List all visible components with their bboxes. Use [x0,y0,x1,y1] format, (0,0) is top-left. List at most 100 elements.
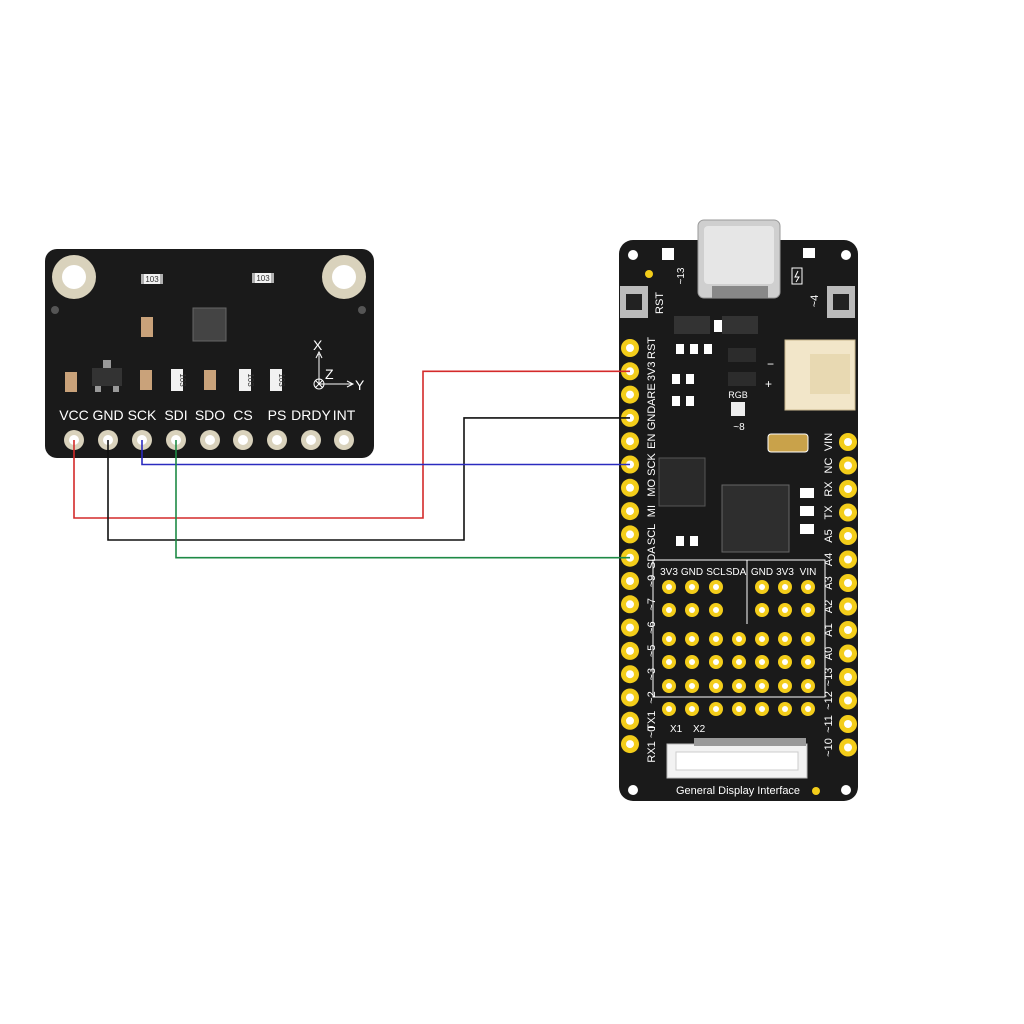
left-pin-label: TX1 [646,711,658,731]
capacitor [65,372,77,392]
left-pin-label: RX1 ~0 [646,726,658,763]
button-d4[interactable] [827,286,855,318]
right-pin-label: ~12 [823,691,835,710]
mount-hole [841,250,851,260]
left-pin-12[interactable] [621,618,639,637]
header-label: 3V3 [660,567,678,578]
ic-smd [722,316,758,334]
left-pin-0[interactable] [621,339,639,357]
left-pin-label: SDA [646,546,658,569]
left-pin-6[interactable] [621,478,639,497]
rgb-led [731,402,745,416]
proto-area-border [652,559,826,698]
mount-hole [628,785,638,795]
label-rgb: RGB [728,390,748,400]
left-pin-13[interactable] [621,641,639,660]
battery-minus: − [767,357,774,371]
left-pin-label: SCK [646,453,658,476]
left-pin-label: 3V3 [646,362,658,382]
svg-text:103: 103 [178,373,187,387]
gdi-indicator [812,787,820,795]
axis-y-label: Y [355,377,365,393]
sensor-module: 103 103 103 103 103 [45,249,374,458]
led-smd [662,248,674,260]
svg-text:103: 103 [145,275,159,284]
label-x2: X2 [693,724,706,735]
right-pin-10[interactable] [839,668,857,686]
right-pin-11[interactable] [839,691,857,710]
mount-hole [841,785,851,795]
left-pin-label: MO [646,479,658,497]
label-d4: ~4 [809,295,821,308]
left-pin-label: RST [646,337,658,359]
reset-button[interactable] [620,286,648,318]
axis-z-label: Z [325,366,334,382]
left-pin-14[interactable] [621,665,639,684]
battery-connector [784,339,856,411]
left-pin-label: SCL [646,524,658,545]
led-smd [803,248,815,258]
display-connector [666,738,808,779]
label-x1: X1 [670,724,683,735]
right-pin-9[interactable] [839,644,857,663]
sensor-pin-cs[interactable] [233,430,253,450]
sensor-pin-sdo[interactable] [200,430,220,450]
left-pin-17[interactable] [621,735,639,754]
right-pin-7[interactable] [839,597,857,616]
right-pin-8[interactable] [839,621,857,639]
header-label: GND [751,567,773,578]
header-label: GND [681,567,703,578]
sensor-pin-label: CS [233,407,252,423]
sensor-pin-int[interactable] [334,430,354,450]
left-pin-4[interactable] [621,432,639,451]
right-pin-label: A2 [823,600,835,613]
jumper[interactable] [767,433,809,453]
sensor-pin-ps[interactable] [267,430,287,450]
right-pin-0[interactable] [839,433,857,451]
wire-sdi [175,440,630,559]
right-pin-1[interactable] [839,456,857,475]
resistor-mid-1: 103 [171,369,187,391]
proto-pad-grid [662,580,815,716]
right-pin-label: A0 [823,647,835,660]
right-pin-2[interactable] [839,480,857,498]
led-13 [645,270,653,278]
label-rst: RST [654,292,666,314]
right-pin-3[interactable] [839,503,857,522]
charge-icon [791,267,803,285]
right-pin-6[interactable] [839,574,857,592]
left-pin-11[interactable] [621,595,639,614]
svg-text:103: 103 [277,373,286,387]
left-pin-15[interactable] [621,688,639,707]
label-d8: ~8 [733,422,745,433]
capacitor [204,370,216,390]
left-pin-label: ~9 [646,575,658,588]
sensor-board [45,249,374,458]
transistor [92,360,122,392]
left-pin-2[interactable] [621,385,639,404]
mounting-hole-right [322,255,366,299]
right-pin-4[interactable] [839,527,857,545]
left-pin-7[interactable] [621,502,639,521]
svg-text:103: 103 [256,274,270,283]
right-pin-5[interactable] [839,550,857,569]
right-pin-label: TX [823,505,835,520]
mount-hole [628,250,638,260]
resistor-mid-2: 103 [239,369,255,391]
left-pin-label: MI [646,505,658,517]
left-pin-10[interactable] [621,572,639,590]
header-label: SCL [706,567,726,578]
left-pin-label: ~3 [646,668,658,681]
sensor-pin-label: SDI [164,407,187,423]
left-pin-8[interactable] [621,525,639,544]
right-pin-13[interactable] [839,738,857,757]
right-pin-label: ~13 [823,668,835,687]
left-pin-16[interactable] [621,711,639,730]
sensor-pin-drdy[interactable] [301,430,321,450]
right-pin-12[interactable] [839,715,857,733]
left-pin-label: EN [646,434,658,449]
left-pin-label: ~2 [646,691,658,704]
